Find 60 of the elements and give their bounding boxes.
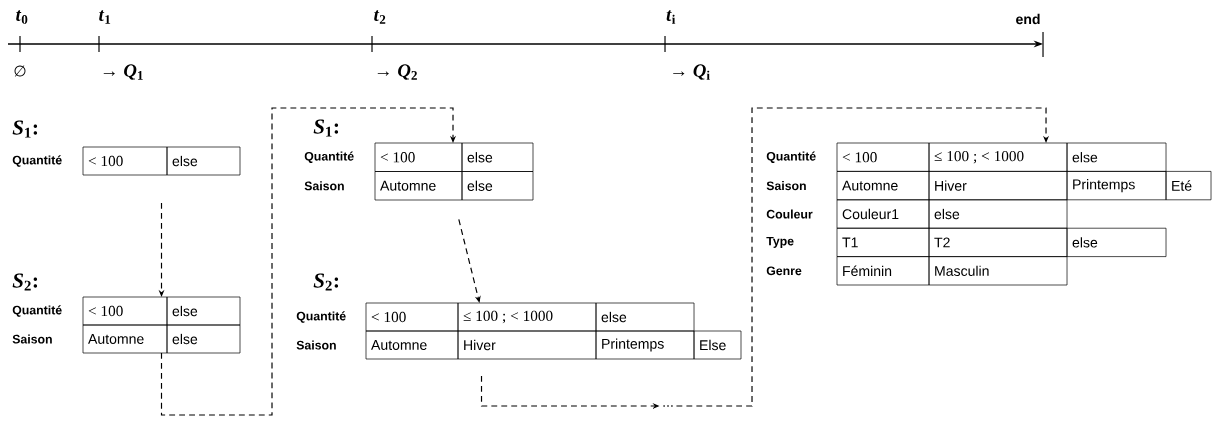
timeline-label: → Q$_{i}$ bbox=[673, 64, 710, 80]
row-label: Saison bbox=[766, 181, 806, 191]
table-cell: Automne bbox=[365, 330, 459, 360]
row-label: Saison bbox=[296, 340, 336, 350]
table-cell: < 100 bbox=[82, 146, 168, 176]
table-cell: else bbox=[461, 142, 534, 172]
table-cell: else bbox=[928, 199, 1068, 229]
timeline-label: t$_{i}$ bbox=[666, 10, 676, 24]
table-cell: Hiver bbox=[457, 330, 597, 360]
table-cell: Automne bbox=[82, 324, 168, 354]
table-cell: else bbox=[1066, 227, 1167, 257]
table-cell: Else bbox=[693, 330, 742, 360]
table-cell: else bbox=[166, 296, 241, 326]
table-cell: < 100 bbox=[365, 302, 459, 332]
row-label: Saison bbox=[304, 181, 344, 191]
table-heading: S$_{2}$: bbox=[313, 273, 339, 291]
arrow bbox=[458, 218, 481, 303]
table-heading: S$_{1}$: bbox=[313, 119, 339, 137]
table-cell: T2 bbox=[928, 227, 1068, 257]
table-cell: Masculin bbox=[928, 256, 1068, 286]
row-label: Saison bbox=[12, 334, 52, 344]
timeline-label: → Q$_{1}$ bbox=[103, 64, 143, 80]
arrow bbox=[675, 107, 1050, 407]
table-heading: S$_{1}$: bbox=[12, 120, 38, 138]
table-cell: Automne bbox=[374, 171, 463, 201]
table-cell: Automne bbox=[836, 171, 930, 201]
timeline-label: end bbox=[1016, 13, 1040, 25]
timeline-label: ∅ bbox=[14, 65, 26, 77]
row-label: Quantité bbox=[296, 311, 346, 323]
table-cell: ≤ 100 ; < 1000 bbox=[928, 142, 1068, 172]
table-cell: Printemps bbox=[595, 330, 695, 360]
timeline-label: t$_{0}$ bbox=[16, 10, 28, 24]
table-cell: ≤ 100 ; < 1000 bbox=[457, 302, 597, 332]
row-label: Quantité bbox=[304, 151, 354, 163]
row-label: Genre bbox=[766, 266, 802, 276]
row-label: Type bbox=[766, 236, 794, 248]
table-cell: Couleur1 bbox=[836, 199, 930, 229]
ellipsis-text: ... bbox=[663, 405, 673, 407]
table-heading: S$_{2}$: bbox=[12, 273, 38, 291]
table-cell: Féminin bbox=[836, 256, 930, 286]
table-cell: Hiver bbox=[928, 171, 1068, 201]
table-cell: else bbox=[595, 302, 695, 332]
row-label: Quantité bbox=[766, 151, 816, 163]
row-label: Quantité bbox=[12, 155, 62, 167]
table-cell: < 100 bbox=[374, 142, 463, 172]
table-cell: < 100 bbox=[82, 296, 168, 326]
row-label: Quantité bbox=[12, 305, 62, 317]
table-cell: T1 bbox=[836, 227, 930, 257]
timeline-label: → Q$_{2}$ bbox=[377, 64, 417, 80]
table-cell: Eté bbox=[1165, 171, 1212, 201]
table-cell: Printemps bbox=[1066, 171, 1167, 201]
table-cell: else bbox=[166, 146, 241, 176]
table-cell: else bbox=[166, 324, 241, 354]
timeline-label: t$_{2}$ bbox=[374, 10, 386, 24]
table-cell: else bbox=[1066, 142, 1167, 172]
table-cell: < 100 bbox=[836, 142, 930, 172]
arrow bbox=[160, 107, 457, 416]
timeline-label: t$_{1}$ bbox=[99, 10, 111, 24]
table-cell: else bbox=[461, 171, 534, 201]
row-label: Couleur bbox=[766, 209, 813, 219]
